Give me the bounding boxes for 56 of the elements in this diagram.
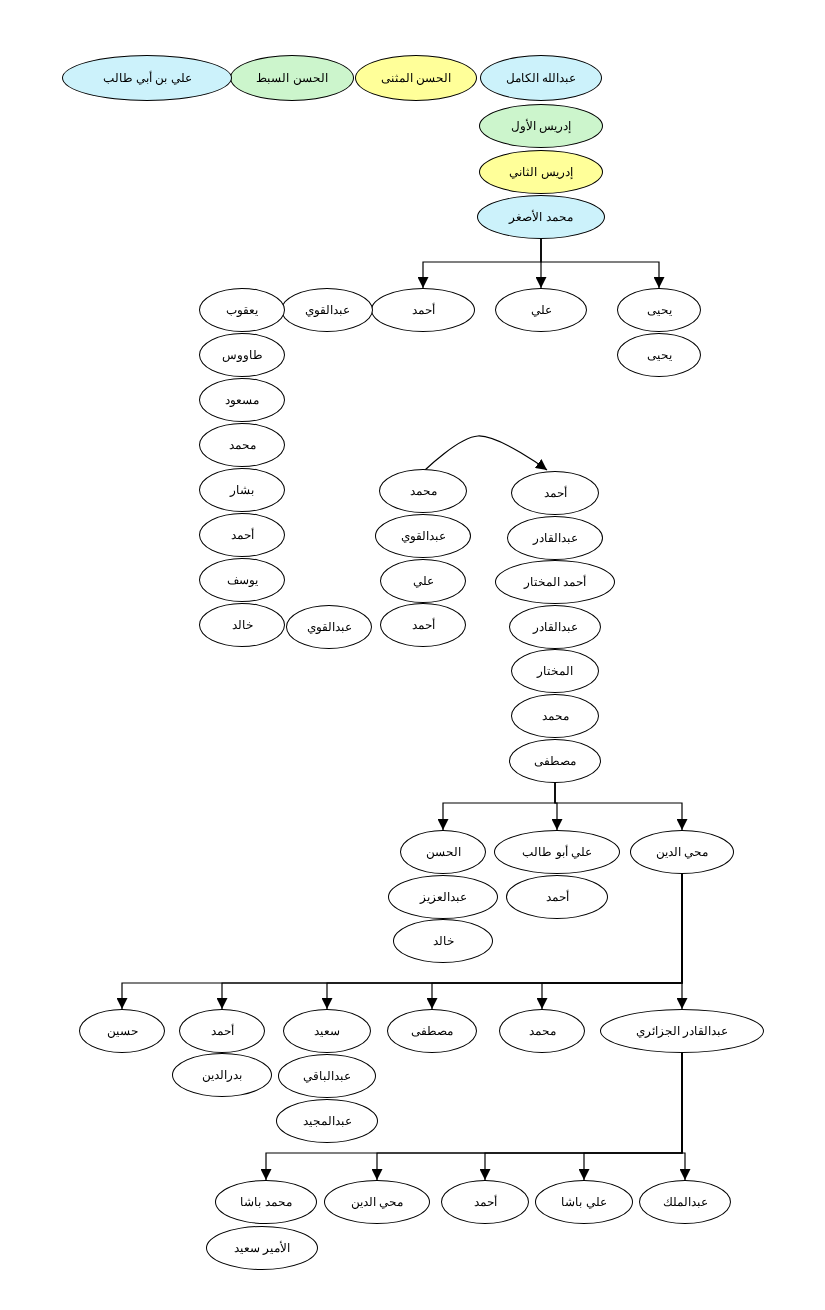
- name-ellipse: الحسن السبط: [230, 55, 354, 101]
- name-ellipse: أحمد: [179, 1009, 265, 1053]
- name-ellipse: يحيى: [617, 333, 701, 377]
- name-ellipse: عبدالله الكامل: [480, 55, 602, 101]
- name-ellipse: يوسف: [199, 558, 285, 602]
- name-ellipse: خالد: [199, 603, 285, 647]
- name-ellipse: علي باشا: [535, 1180, 633, 1224]
- name-ellipse: إدريس الثاني: [479, 150, 603, 194]
- name-ellipse: عبدالقوي: [375, 514, 471, 558]
- name-ellipse: علي أبو طالب: [494, 830, 620, 874]
- name-ellipse: حسين: [79, 1009, 165, 1053]
- name-ellipse: مصطفى: [387, 1009, 477, 1053]
- name-ellipse: عبدالمجيد: [276, 1099, 378, 1143]
- name-ellipse: الأمير سعيد: [206, 1226, 318, 1270]
- name-ellipse: الحسن: [400, 830, 486, 874]
- name-ellipse: علي: [380, 559, 466, 603]
- name-ellipse: الحسن المثنى: [355, 55, 477, 101]
- name-ellipse: محمد الأصغر: [477, 195, 605, 239]
- name-ellipse: أحمد: [199, 513, 285, 557]
- name-ellipse: عبدالملك: [639, 1180, 731, 1224]
- name-ellipse: أحمد: [441, 1180, 529, 1224]
- name-ellipse: مسعود: [199, 378, 285, 422]
- name-ellipse: عبدالقادر: [507, 516, 603, 560]
- name-ellipse: أحمد: [371, 288, 475, 332]
- name-ellipse: أحمد: [506, 875, 608, 919]
- name-ellipse: أحمد المختار: [495, 560, 615, 604]
- name-ellipse: عبدالقوي: [281, 288, 373, 332]
- arrow: [437, 782, 556, 831]
- name-ellipse: طاووس: [199, 333, 285, 377]
- name-ellipse: عبدالقادر: [509, 605, 601, 649]
- name-ellipse: محي الدين: [630, 830, 734, 874]
- name-ellipse: المختار: [511, 649, 599, 693]
- name-ellipse: يحيى: [617, 288, 701, 332]
- name-ellipse: عبدالقادر الجزائري: [600, 1009, 764, 1053]
- name-ellipse: سعيد: [283, 1009, 371, 1053]
- name-ellipse: محي الدين: [324, 1180, 430, 1224]
- name-ellipse: علي: [495, 288, 587, 332]
- name-ellipse: عبدالباقي: [278, 1054, 376, 1098]
- name-ellipse: عبدالعزيز: [388, 875, 498, 919]
- name-ellipse: أحمد: [511, 471, 599, 515]
- name-ellipse: بدرالدين: [172, 1053, 272, 1097]
- name-ellipse: محمد: [511, 694, 599, 738]
- name-ellipse: بشار: [199, 468, 285, 512]
- name-ellipse: محمد: [499, 1009, 585, 1053]
- name-ellipse: أحمد: [380, 603, 466, 647]
- name-ellipse: مصطفى: [509, 739, 601, 783]
- name-ellipse: محمد: [379, 469, 467, 513]
- name-ellipse: محمد باشا: [215, 1180, 317, 1224]
- name-ellipse: عبدالقوي: [286, 605, 372, 649]
- name-ellipse: إدريس الأول: [479, 104, 603, 148]
- name-ellipse: خالد: [393, 919, 493, 963]
- arrow: [424, 435, 548, 471]
- arrow: [417, 238, 542, 289]
- name-ellipse: علي بن أبي طالب: [62, 55, 232, 101]
- name-ellipse: يعقوب: [199, 288, 285, 332]
- name-ellipse: محمد: [199, 423, 285, 467]
